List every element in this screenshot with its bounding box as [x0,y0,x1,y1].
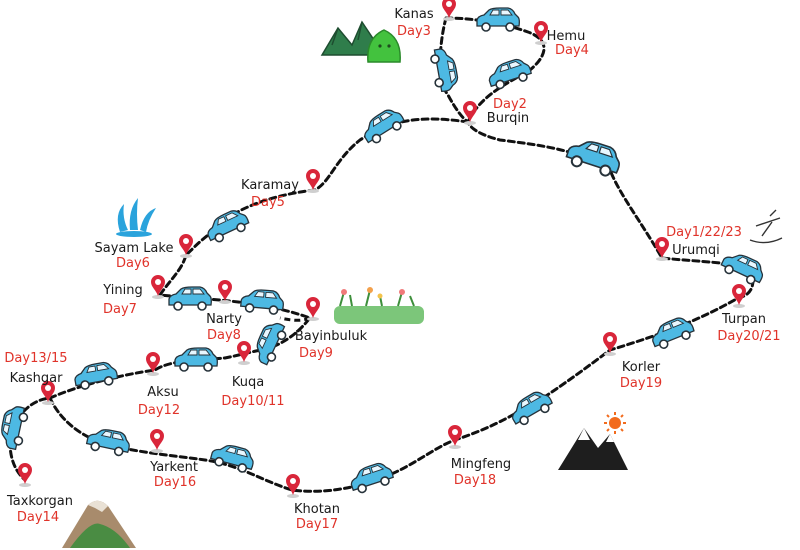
car-icon [647,313,697,353]
stop-name: Kuqa [232,375,264,390]
route-line [8,16,755,493]
airplane-icon [749,209,783,244]
stop-day: Day17 [296,517,338,532]
car-icon [428,46,461,94]
map-pin-icon[interactable] [306,169,320,193]
map-pin-icon[interactable] [286,474,300,498]
stop-day: Day19 [620,376,662,391]
stop-name: Yining [102,283,142,298]
stop-day: Day8 [207,328,241,343]
map-pin-icon[interactable] [150,429,164,453]
stop-kashgar: Kashgar Day13/15 [4,351,68,405]
car-icon [484,55,534,92]
stop-name: Korler [622,360,661,375]
stop-day: Day4 [555,43,589,58]
stop-day: Day18 [454,473,496,488]
stop-day: Day6 [116,256,150,271]
stop-name: Taxkorgan [6,494,73,509]
map-pin-icon[interactable] [237,341,251,365]
map-pin-icon[interactable] [732,284,746,308]
stop-name: Bayinbuluk [295,329,368,344]
stop-day: Day5 [251,195,285,210]
stop-name: Urumqi [672,243,720,258]
car-icon [84,425,133,459]
stop-day: Day2 [493,97,527,112]
stop-day: Day13/15 [4,351,67,366]
stop-day: Day16 [154,475,196,490]
fountain-icon [116,198,156,237]
stop-name: Narty [206,312,242,327]
desert-mountain-icon [558,428,628,470]
stop-day: Day10/11 [221,394,284,409]
stop-day: Day9 [299,346,333,361]
stop-name: Hemu [547,29,586,44]
car-icon [563,134,625,180]
stop-name: Khotan [294,502,340,517]
map-pin-icon[interactable] [448,425,462,449]
car-icon [202,205,252,246]
stop-name: Mingfeng [451,457,511,472]
sun-icon [604,412,626,434]
map-pin-icon[interactable] [179,234,193,258]
route-branch-bayinbuluk [279,316,311,322]
stop-name: Karamay [241,178,299,193]
stop-day: Day7 [103,302,137,317]
stop-urumqi: Urumqi Day1/22/23 [655,225,742,261]
stop-day: Day14 [17,510,59,525]
stop-day: Day3 [397,24,431,39]
car-icon [346,459,396,496]
stop-name: Aksu [147,385,178,400]
stop-name: Yarkent [149,460,198,475]
car-icon [357,104,408,148]
stop-day: Day20/21 [717,329,780,344]
map-pin-icon[interactable] [18,463,32,487]
map-pin-icon[interactable] [442,0,456,21]
car-icon [208,440,258,476]
stop-day: Day1/22/23 [666,225,742,240]
car-icon [718,247,769,288]
stop-day: Day12 [138,403,180,418]
car-icon [174,347,219,372]
stop-name: Kanas [394,7,433,22]
mountain-icon [62,500,136,548]
car-icon [239,287,286,316]
stop-name: Turpan [721,312,766,327]
car-icon [476,7,521,32]
stop-name: Sayam Lake [95,241,174,256]
green-hills-icon [320,20,401,63]
stop-name: Kashgar [10,371,63,386]
stop-name: Burqin [487,111,529,126]
car-icon [168,286,213,311]
flowers-icon [334,287,424,324]
